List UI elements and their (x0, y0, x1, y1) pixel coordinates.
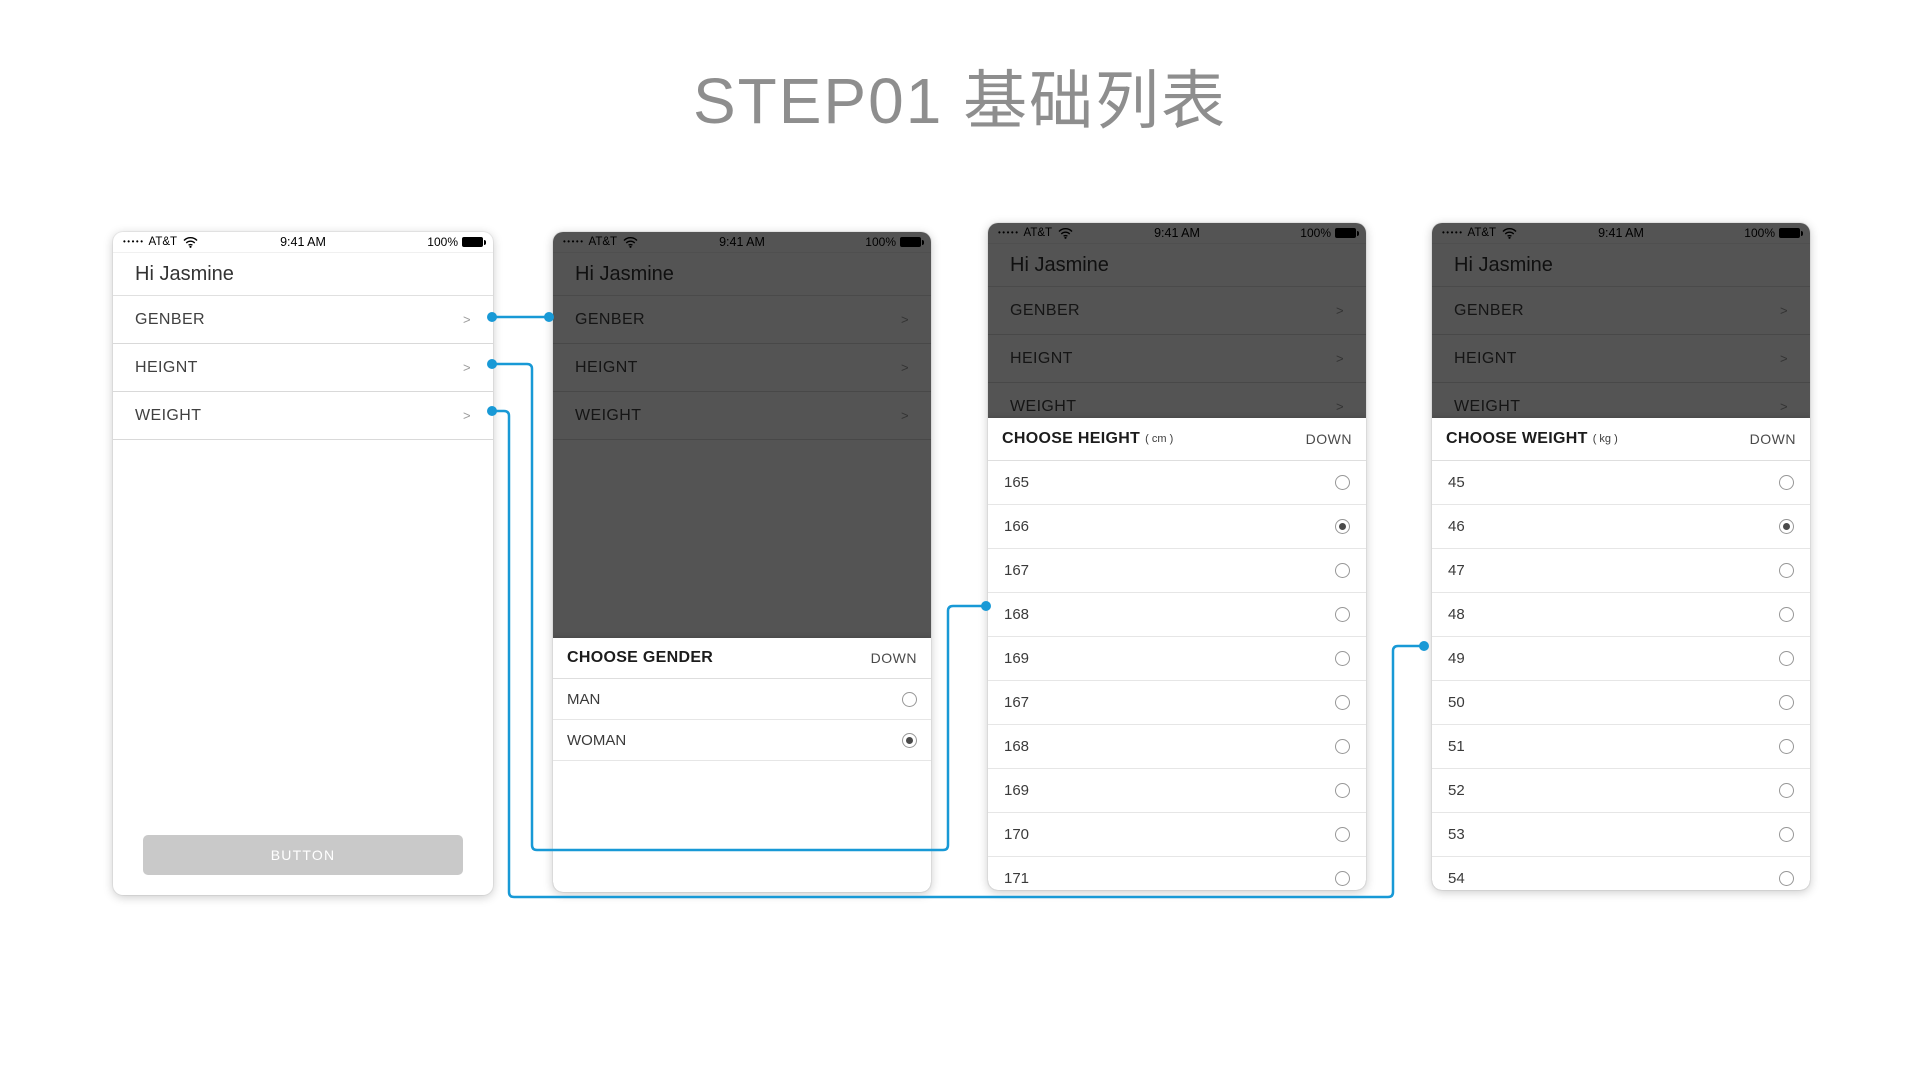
greeting-header: Hi Jasmine (113, 253, 493, 296)
list-item-gender[interactable]: GENBER > (113, 296, 493, 344)
radio-icon[interactable] (1335, 475, 1350, 490)
option-height[interactable]: 169 (988, 769, 1366, 813)
option-weight[interactable]: 54 (1432, 857, 1810, 890)
battery-icon (462, 237, 486, 247)
option-weight[interactable]: 46 (1432, 505, 1810, 549)
option-height[interactable]: 169 (988, 637, 1366, 681)
sheet-header: CHOOSE WEIGHT ( kg ) DOWN (1432, 418, 1810, 461)
sheet-unit-label: ( cm ) (1145, 433, 1174, 445)
list-item-label: HEIGNT (135, 358, 198, 376)
radio-icon[interactable] (1779, 827, 1794, 842)
option-height[interactable]: 165 (988, 461, 1366, 505)
status-bar: ••••• AT&T 9:41 AM 100% (113, 232, 493, 253)
radio-icon[interactable] (1335, 519, 1350, 534)
radio-icon[interactable] (1779, 519, 1794, 534)
weight-picker-sheet: CHOOSE WEIGHT ( kg ) DOWN 45 46 47 48 49… (1432, 418, 1810, 890)
list-item-weight[interactable]: WEIGHT > (113, 392, 493, 440)
option-height[interactable]: 171 (988, 857, 1366, 890)
carrier-label: AT&T (148, 236, 178, 248)
radio-icon[interactable] (1335, 739, 1350, 754)
list-item-label: GENBER (135, 310, 205, 328)
option-height[interactable]: 168 (988, 725, 1366, 769)
option-weight[interactable]: 49 (1432, 637, 1810, 681)
sheet-title: CHOOSE WEIGHT (1446, 430, 1588, 447)
option-weight[interactable]: 48 (1432, 593, 1810, 637)
chevron-right-icon: > (463, 408, 471, 423)
phone-weight-picker: ••••• AT&T 9:41 AM 100% Hi Jasmine GENBE… (1432, 223, 1810, 890)
option-weight[interactable]: 51 (1432, 725, 1810, 769)
radio-icon[interactable] (1335, 827, 1350, 842)
option-height[interactable]: 167 (988, 681, 1366, 725)
phone-base-list: ••••• AT&T 9:41 AM 100% Hi Jasmine GENBE… (113, 232, 493, 895)
option-weight[interactable]: 47 (1432, 549, 1810, 593)
radio-icon[interactable] (1335, 563, 1350, 578)
page-title: STEP01 基础列表 (692, 65, 1228, 137)
radio-icon[interactable] (1779, 783, 1794, 798)
radio-icon[interactable] (1779, 563, 1794, 578)
radio-icon[interactable] (1779, 871, 1794, 886)
chevron-right-icon: > (463, 360, 471, 375)
phone-height-picker: ••••• AT&T 9:41 AM 100% Hi Jasmine GENBE… (988, 223, 1366, 890)
list-item-height[interactable]: HEIGNT > (113, 344, 493, 392)
radio-icon[interactable] (902, 691, 917, 707)
option-height[interactable]: 170 (988, 813, 1366, 857)
submit-button[interactable]: BUTTON (143, 835, 463, 875)
height-picker-sheet: CHOOSE HEIGHT ( cm ) DOWN 165 166 167 16… (988, 418, 1366, 890)
option-weight[interactable]: 50 (1432, 681, 1810, 725)
radio-icon[interactable] (1335, 607, 1350, 622)
option-weight[interactable]: 53 (1432, 813, 1810, 857)
phone-gender-picker: ••••• AT&T 9:41 AM 100% Hi Jasmine GENBE… (553, 232, 931, 892)
gender-picker-sheet: CHOOSE GENDER DOWN MAN WOMAN (553, 638, 931, 892)
chevron-right-icon: > (463, 312, 471, 327)
radio-icon[interactable] (1779, 607, 1794, 622)
sheet-down-button[interactable]: DOWN (1305, 431, 1352, 447)
option-weight[interactable]: 52 (1432, 769, 1810, 813)
radio-icon[interactable] (1335, 651, 1350, 666)
option-weight[interactable]: 45 (1432, 461, 1810, 505)
radio-icon[interactable] (902, 732, 917, 748)
option-woman[interactable]: WOMAN (553, 720, 931, 761)
option-height[interactable]: 168 (988, 593, 1366, 637)
sheet-title: CHOOSE HEIGHT (1002, 430, 1141, 447)
battery-percent-label: 100% (427, 235, 458, 249)
radio-icon[interactable] (1779, 739, 1794, 754)
sheet-down-button[interactable]: DOWN (1749, 431, 1796, 447)
list-item-label: WEIGHT (135, 406, 202, 424)
option-height[interactable]: 166 (988, 505, 1366, 549)
radio-icon[interactable] (1335, 695, 1350, 710)
sheet-unit-label: ( kg ) (1592, 433, 1618, 445)
signal-strength-icon: ••••• (123, 237, 145, 246)
option-height[interactable]: 167 (988, 549, 1366, 593)
radio-icon[interactable] (1779, 651, 1794, 666)
radio-icon[interactable] (1779, 475, 1794, 490)
wifi-icon (183, 236, 198, 248)
radio-icon[interactable] (1335, 871, 1350, 886)
sheet-down-button[interactable]: DOWN (870, 650, 917, 666)
sheet-title: CHOOSE GENDER (567, 649, 714, 666)
sheet-header: CHOOSE GENDER DOWN (553, 638, 931, 679)
connector-dot (1419, 641, 1429, 651)
sheet-header: CHOOSE HEIGHT ( cm ) DOWN (988, 418, 1366, 461)
option-man[interactable]: MAN (553, 679, 931, 720)
radio-icon[interactable] (1335, 783, 1350, 798)
clock-label: 9:41 AM (280, 235, 326, 249)
radio-icon[interactable] (1779, 695, 1794, 710)
